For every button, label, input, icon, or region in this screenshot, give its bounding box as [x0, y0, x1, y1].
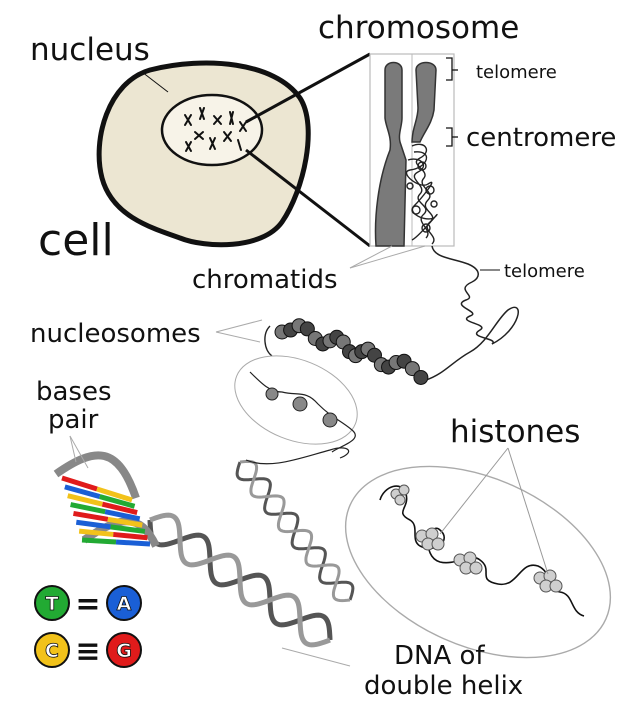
pair-row-ta: T = A: [34, 585, 142, 622]
base-t-letter: T: [46, 593, 59, 615]
chromatin-fiber: [425, 245, 519, 381]
histone-cluster-1: [390, 484, 410, 506]
histone-cluster-2: [415, 527, 445, 551]
histones-label: histones: [450, 414, 580, 450]
base-g-circle: [106, 632, 142, 668]
nucleosome-bead: [413, 369, 429, 385]
chromatids-label: chromatids: [192, 265, 338, 295]
bond-cg: ≡: [75, 634, 100, 669]
dna-label-line1: DNA of: [394, 641, 485, 671]
histone-cluster-3: [453, 551, 483, 575]
chromatid-right-upper: [411, 61, 437, 143]
histone-cluster-4: [533, 569, 563, 593]
histone-inset: [344, 447, 612, 659]
base-pair-ladder: [53, 451, 160, 548]
nucleus-membrane: [160, 93, 264, 167]
base-c-circle: [34, 632, 70, 668]
telomere-side-label: telomere: [504, 261, 585, 282]
dna-strand-inset: [379, 485, 585, 617]
base-pair-legend: T = A C ≡ G: [34, 585, 142, 669]
base-a-circle: [106, 585, 142, 621]
chromosome-panel: [369, 53, 458, 247]
chromatin-coil: [405, 143, 438, 245]
centromere-label: centromere: [466, 123, 616, 153]
chromatid-left: [374, 61, 407, 247]
base-a-letter: A: [117, 593, 132, 615]
cell-illustration: [96, 60, 311, 248]
nucleosomes-label: nucleosomes: [30, 319, 201, 349]
base-c-letter: C: [45, 640, 59, 662]
nucleus-chromosomes: [184, 107, 247, 152]
pair-label: pair: [48, 405, 99, 435]
cell-label: cell: [38, 215, 114, 266]
dna-label-line2: double helix: [364, 671, 523, 701]
zoom-line-bottom: [245, 148, 371, 248]
nucleosome-string-small: [234, 355, 358, 453]
telomere-bracket: [446, 57, 453, 81]
chromosome-label: chromosome: [318, 10, 519, 46]
nucleus-label: nucleus: [30, 32, 150, 68]
zoom-line-top: [245, 52, 371, 124]
bond-ta: =: [75, 587, 100, 622]
bases-label: bases: [36, 377, 112, 407]
base-t-circle: [34, 585, 70, 621]
base-g-letter: G: [116, 640, 132, 662]
nucleus-pointer-line: [141, 71, 169, 93]
nucleosome-bead: [299, 321, 315, 337]
nucleosome-supercoil: [264, 318, 429, 385]
double-helix-strand: [147, 447, 355, 648]
telomere-top-label: telomere: [476, 62, 557, 83]
pair-row-cg: C ≡ G: [34, 632, 142, 669]
